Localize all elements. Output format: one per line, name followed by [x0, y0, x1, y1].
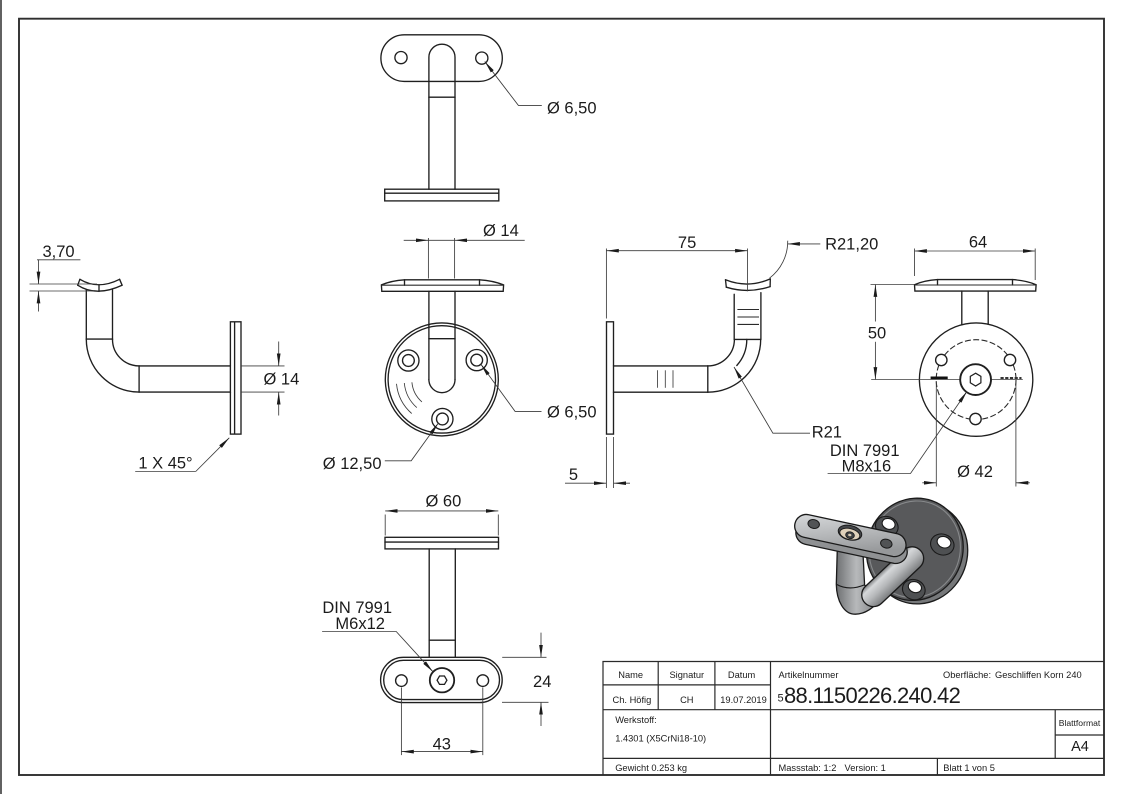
svg-text:DIN 7991: DIN 7991 — [322, 599, 392, 617]
svg-text:M6x12: M6x12 — [335, 615, 385, 633]
svg-text:Ø 42: Ø 42 — [957, 463, 993, 481]
svg-text:5: 5 — [778, 693, 784, 705]
svg-text:Ø 6,50: Ø 6,50 — [547, 403, 597, 421]
svg-text:Ø 60: Ø 60 — [426, 493, 462, 511]
svg-text:Signatur: Signatur — [669, 670, 704, 680]
svg-text:Gewicht 0.253 kg: Gewicht 0.253 kg — [615, 763, 687, 773]
svg-text:Artikelnummer: Artikelnummer — [779, 670, 839, 680]
svg-text:M8x16: M8x16 — [842, 458, 892, 476]
svg-text:3,70: 3,70 — [42, 243, 74, 261]
svg-text:1.4301 (X5CrNi18-10): 1.4301 (X5CrNi18-10) — [615, 734, 706, 744]
svg-text:CH: CH — [680, 695, 693, 705]
svg-text:88.1150226.240.42: 88.1150226.240.42 — [784, 683, 961, 708]
svg-text:DIN 7991: DIN 7991 — [830, 442, 900, 460]
svg-text:A4: A4 — [1071, 739, 1089, 755]
svg-text:Ø 12,50: Ø 12,50 — [323, 455, 382, 473]
svg-text:Oberfläche:: Oberfläche: — [943, 670, 991, 680]
svg-text:Version: 1: Version: 1 — [845, 763, 886, 773]
svg-text:Massstab: 1:2: Massstab: 1:2 — [779, 763, 837, 773]
svg-text:Blattformat: Blattformat — [1059, 718, 1101, 728]
svg-text:Ch. Höfig: Ch. Höfig — [613, 695, 652, 705]
svg-text:R21: R21 — [812, 424, 842, 442]
svg-text:50: 50 — [868, 325, 886, 343]
svg-text:19.07.2019: 19.07.2019 — [720, 695, 767, 705]
svg-text:Ø 6,50: Ø 6,50 — [547, 99, 597, 117]
svg-text:1 X 45°: 1 X 45° — [138, 454, 192, 472]
svg-text:5: 5 — [569, 466, 578, 484]
svg-text:Name: Name — [618, 670, 643, 680]
svg-text:64: 64 — [969, 233, 987, 251]
svg-text:Geschliffen Korn 240: Geschliffen Korn 240 — [995, 670, 1082, 680]
svg-text:Datum: Datum — [728, 670, 756, 680]
svg-text:43: 43 — [433, 735, 451, 753]
svg-text:R21,20: R21,20 — [825, 236, 878, 254]
svg-text:Blatt 1 von 5: Blatt 1 von 5 — [943, 763, 995, 773]
svg-text:75: 75 — [678, 234, 696, 252]
svg-text:Ø 14: Ø 14 — [264, 371, 300, 389]
svg-text:24: 24 — [533, 673, 551, 691]
svg-text:Ø 14: Ø 14 — [483, 222, 519, 240]
svg-text:Werkstoff:: Werkstoff: — [615, 715, 657, 725]
